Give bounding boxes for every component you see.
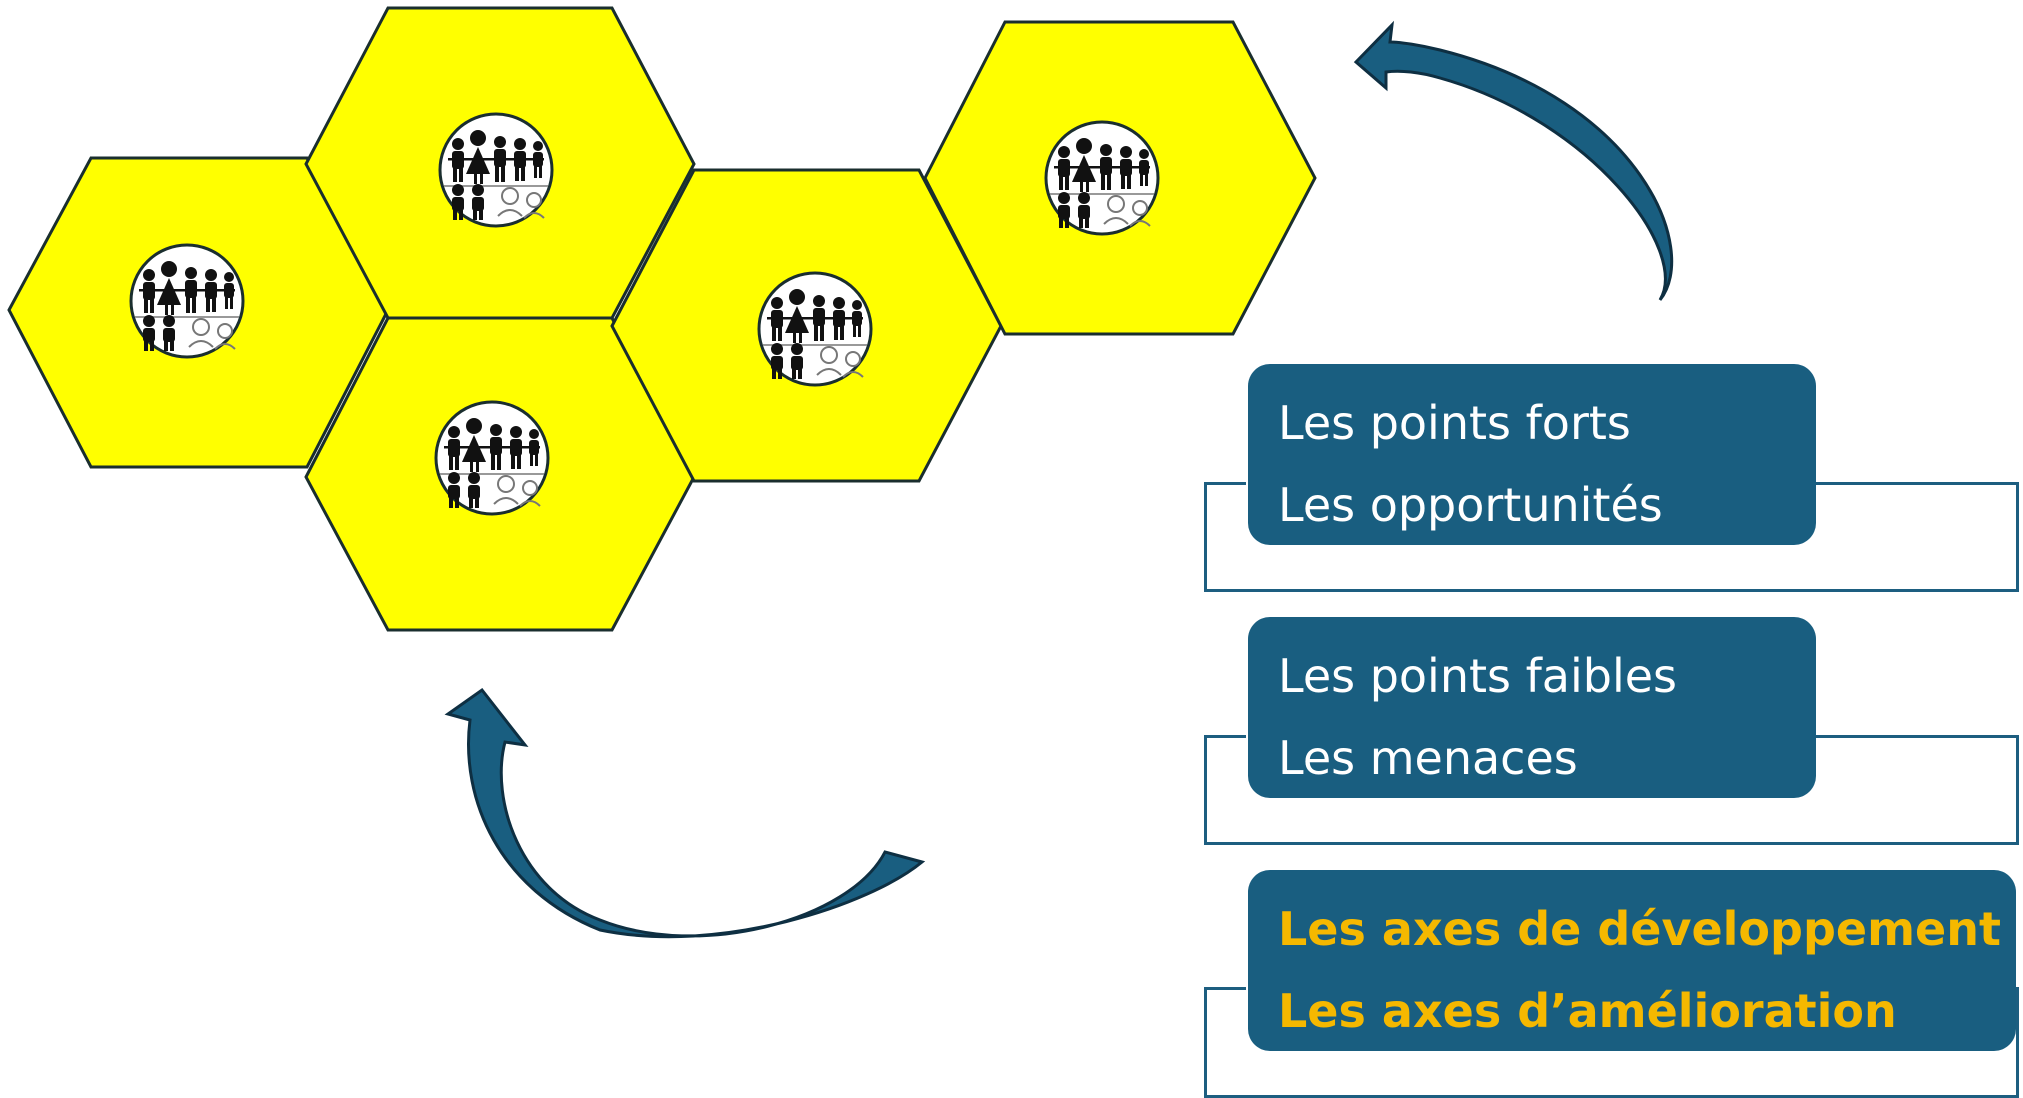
box-1-line-2: Les opportunités [1278,478,1663,532]
box-3-line-1: Les axes de développement [1278,902,2001,956]
box-2-line-1: Les points faibles [1278,649,1678,703]
box-strengths-opportunities: Les points forts Les opportunités [1248,364,1816,545]
community-people-icon [129,243,245,359]
bracket-2 [1204,735,2019,845]
curved-arrow-icon [444,687,926,939]
box-1-line-1: Les points forts [1278,396,1631,450]
box-3-line-2: Les axes d’amélioration [1278,984,1897,1038]
box-weaknesses-threats: Les points faibles Les menaces [1248,617,1816,798]
box-development-improvement: Les axes de développement Les axes d’amé… [1248,870,2016,1051]
community-people-icon [757,271,873,387]
curved-arrow-icon [1353,20,1674,301]
box-2-line-2: Les menaces [1278,731,1578,785]
community-people-icon [438,112,554,228]
community-people-icon [434,400,550,516]
community-people-icon [1044,120,1160,236]
bracket-1 [1204,482,2019,592]
